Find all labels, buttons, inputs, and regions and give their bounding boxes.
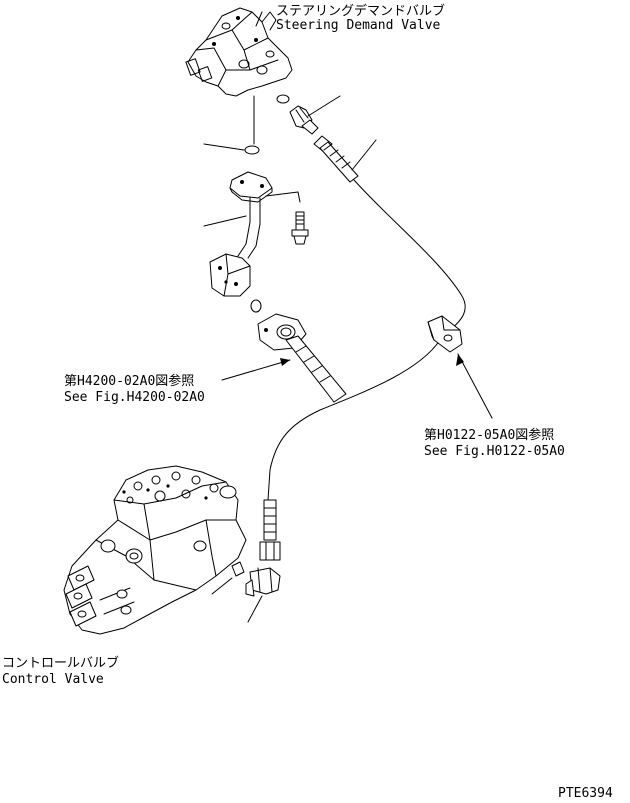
o-ring-2 [244,145,260,155]
tube-assembly [209,171,273,297]
leader-elbow [247,595,263,623]
o-ring-1 [276,94,290,104]
control-valve [63,465,247,635]
leader-adapter [307,95,341,117]
hose-bottom-fitting [259,499,281,561]
hose-top-fitting [313,135,359,183]
leader-o-ring-2 [203,143,245,151]
steering-valve-label-jp: ステアリングデマンドバルブ [276,4,446,19]
ref2-label-en: See Fig.H0122-05A0 [424,444,565,459]
o-ring-3 [250,299,262,313]
hose-line-upper [353,179,466,331]
ref2-label-jp: 第H0122-05A0図参照 [424,428,555,443]
control-valve-label-en: Control Valve [2,672,104,687]
steering-demand-valve [185,7,293,97]
clamp [427,315,463,353]
leader-o-ring-4 [211,577,233,595]
hose-line-lower [267,339,441,501]
control-valve-label-jp: コントロールバルブ [2,656,120,671]
steering-valve-label-en: Steering Demand Valve [276,18,441,33]
flange-pipe [257,313,347,403]
o-ring-4 [231,561,245,577]
leader-ref2 [457,353,493,419]
leader-tube [203,215,247,227]
ref1-label-en: See Fig.H4200-02A0 [64,390,205,405]
elbow-fitting [245,567,281,597]
drawing-code: PTE6394 [558,786,613,801]
ref1-label-jp: 第H4200-02A0図参照 [64,374,195,389]
bolt [265,191,309,245]
leader-ref1 [221,359,291,381]
adapter-fitting [289,105,319,135]
leader-hose [351,139,377,171]
